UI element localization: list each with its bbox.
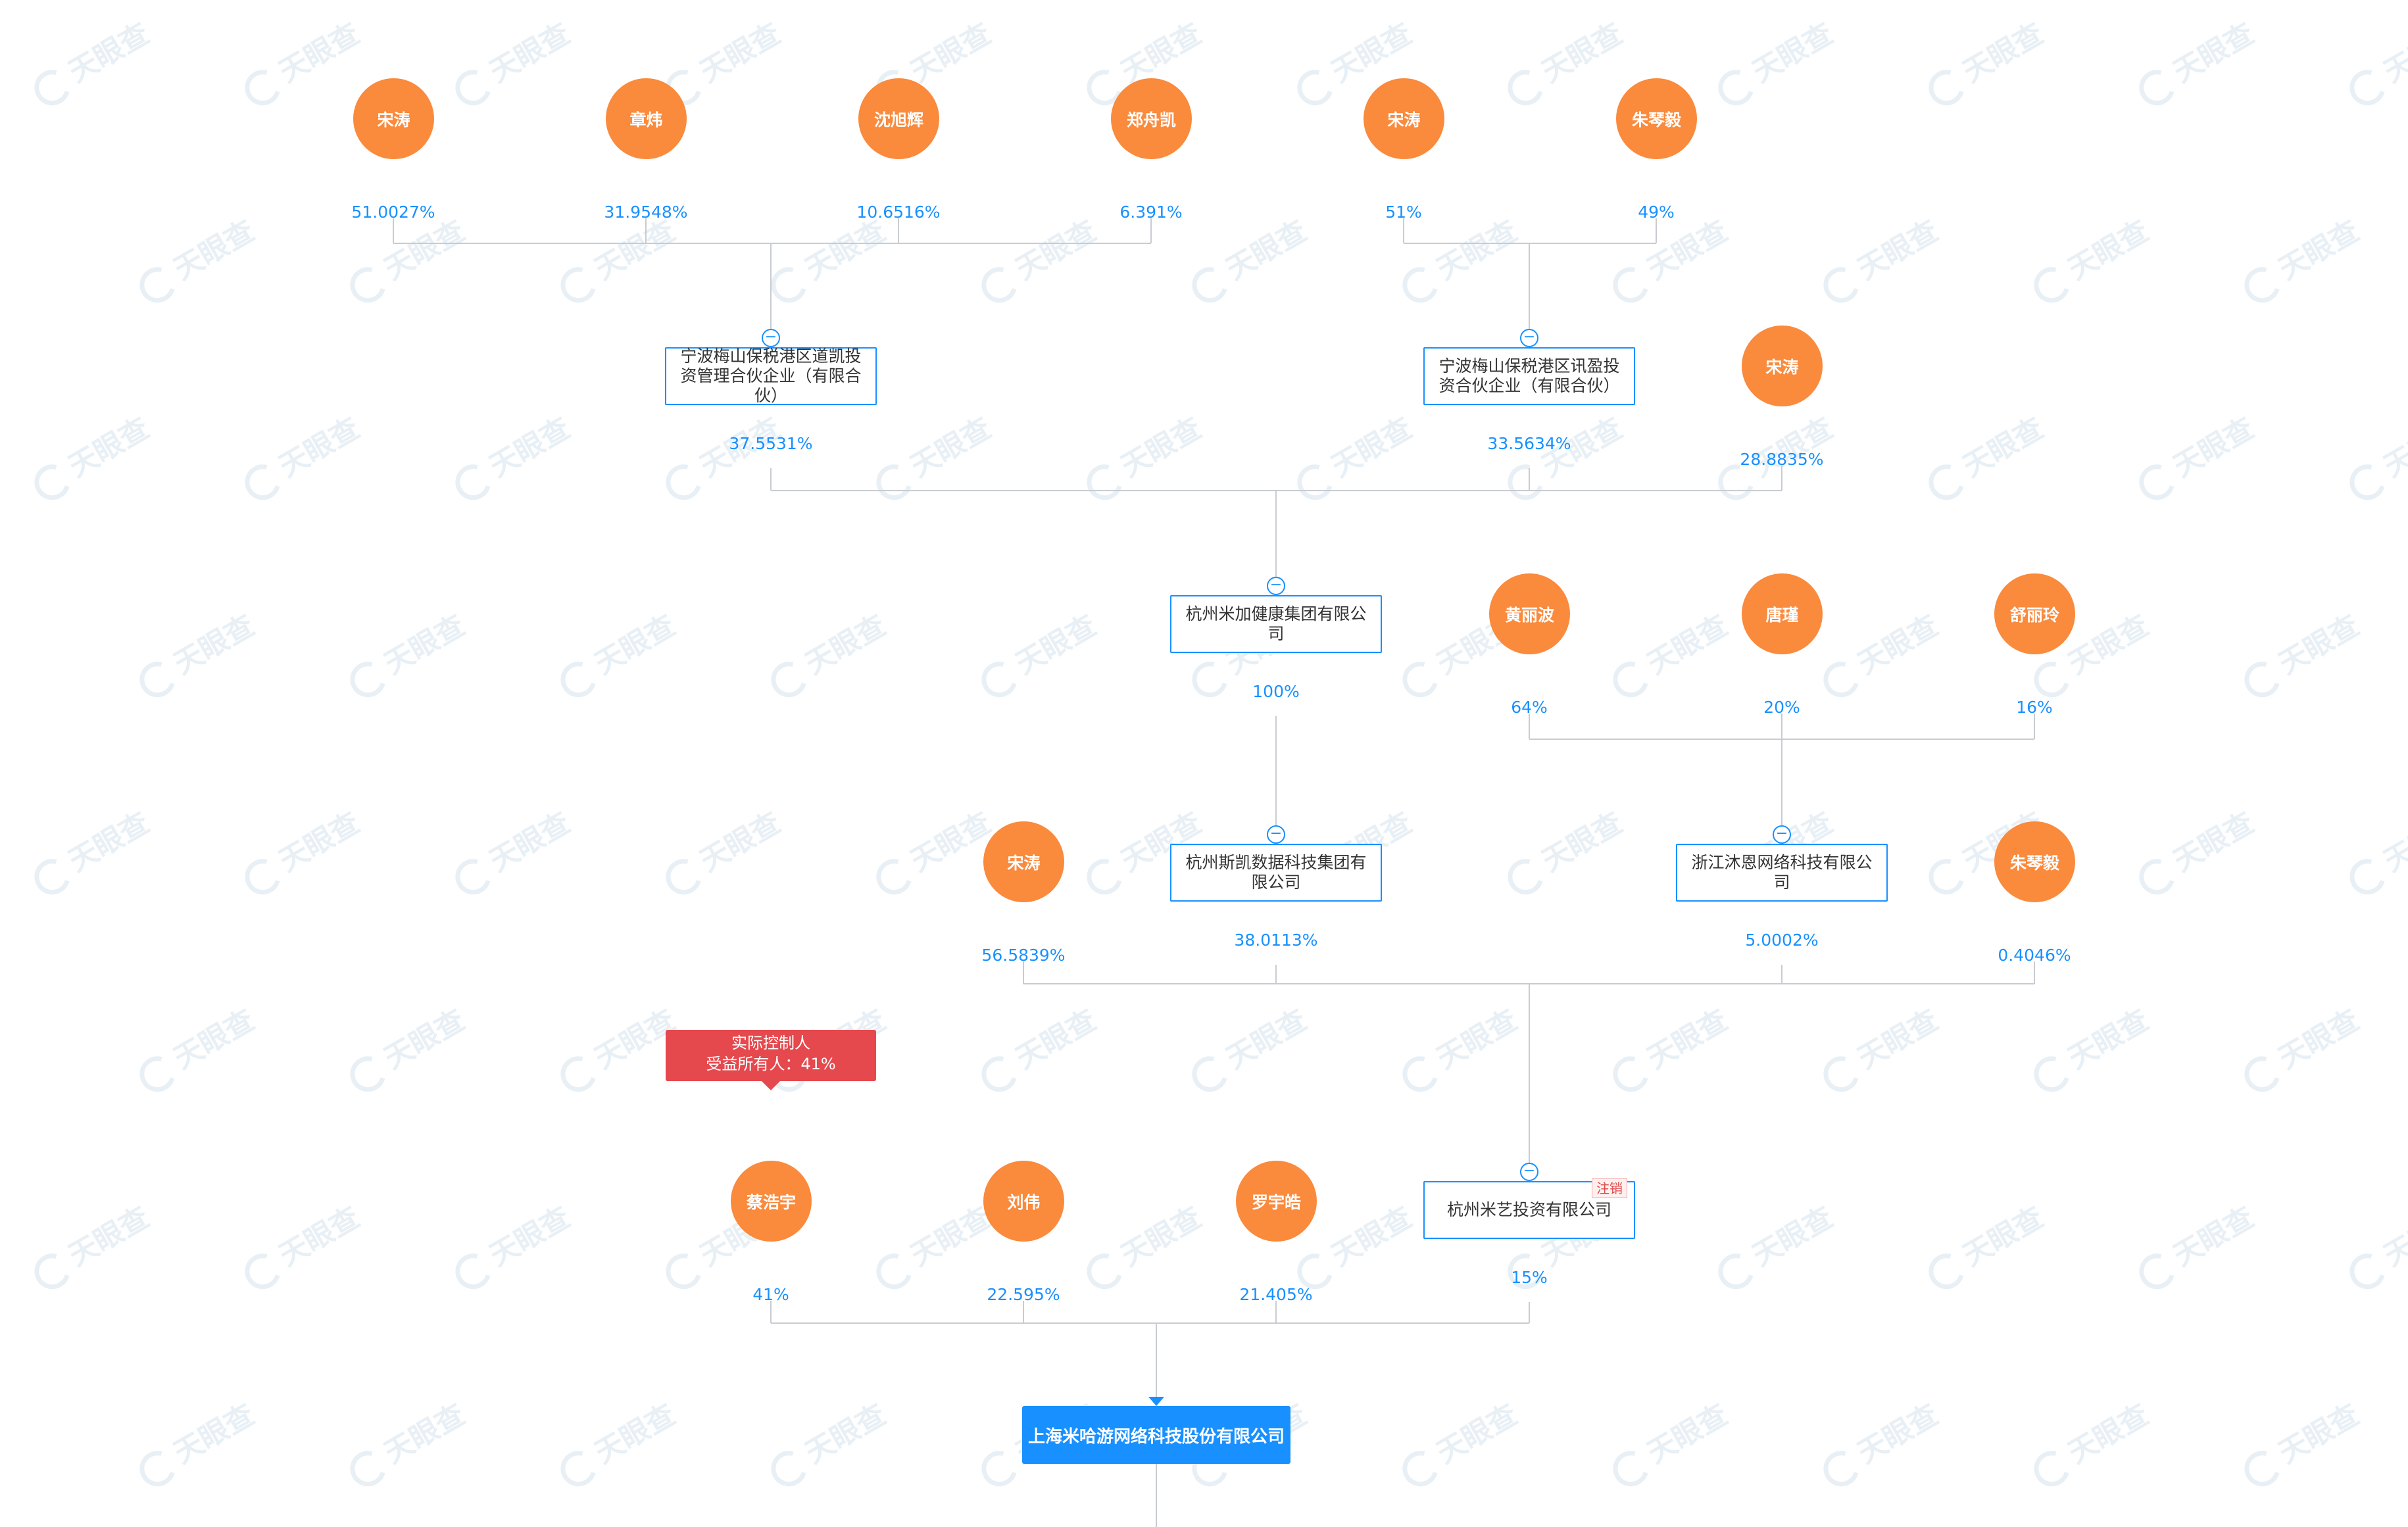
collapse-icon[interactable]: −: [1267, 825, 1285, 844]
arrow-down-icon: [1148, 1397, 1164, 1406]
share-percentage: 37.5531%: [729, 434, 813, 453]
company-name: 杭州斯凯数据科技集团有限公司: [1185, 853, 1367, 892]
share-percentage: 64%: [1511, 698, 1548, 717]
collapse-icon[interactable]: −: [762, 329, 780, 347]
shareholder-person-node[interactable]: 朱琴毅: [1616, 78, 1697, 159]
shareholder-company-node[interactable]: 宁波梅山保税港区道凯投资管理合伙企业（有限合伙）: [665, 347, 877, 405]
shareholder-person-node[interactable]: 舒丽玲: [1994, 573, 2075, 654]
shareholder-company-node[interactable]: 浙江沐恩网络科技有限公司: [1676, 844, 1888, 902]
person-name: 宋涛: [1765, 357, 1799, 377]
person-name: 刘伟: [1007, 1192, 1041, 1212]
collapse-icon[interactable]: −: [1520, 1163, 1538, 1181]
person-name: 唐瑾: [1765, 605, 1799, 625]
share-percentage: 6.391%: [1119, 203, 1183, 222]
person-name: 章炜: [629, 110, 663, 130]
shareholder-person-node[interactable]: 宋涛: [1742, 326, 1823, 406]
share-percentage: 22.595%: [987, 1285, 1060, 1304]
person-name: 朱琴毅: [2009, 853, 2059, 873]
controller-label: 实际控制人: [731, 1034, 810, 1052]
shareholder-person-node[interactable]: 蔡浩宇: [731, 1161, 812, 1242]
person-name: 沈旭辉: [873, 110, 923, 130]
shareholder-person-node[interactable]: 郑舟凯: [1111, 78, 1192, 159]
collapse-icon[interactable]: −: [1520, 329, 1538, 347]
status-badge: 注销: [1592, 1178, 1627, 1198]
shareholder-company-node[interactable]: 杭州斯凯数据科技集团有限公司: [1170, 844, 1382, 902]
share-percentage: 56.5839%: [981, 946, 1066, 965]
person-name: 宋涛: [1007, 853, 1041, 873]
beneficial-owner-label: 受益所有人：41%: [706, 1055, 836, 1073]
share-percentage: 20%: [1763, 698, 1800, 717]
company-name: 宁波梅山保税港区道凯投资管理合伙企业（有限合伙）: [680, 347, 862, 405]
shareholder-person-node[interactable]: 宋涛: [353, 78, 434, 159]
person-name: 罗宇皓: [1251, 1192, 1301, 1212]
collapse-icon[interactable]: −: [1773, 825, 1791, 844]
company-name: 宁波梅山保税港区讯盈投资合伙企业（有限合伙）: [1438, 356, 1620, 395]
person-name: 宋涛: [1387, 110, 1421, 130]
shareholder-person-node[interactable]: 黄丽波: [1489, 573, 1570, 654]
target-company-name: 上海米哈游网络科技股份有限公司: [1027, 1426, 1285, 1447]
badge-pointer-icon: [762, 1081, 780, 1090]
shareholder-person-node[interactable]: 宋涛: [1364, 78, 1444, 159]
share-percentage: 16%: [2016, 698, 2053, 717]
share-percentage: 41%: [752, 1285, 789, 1304]
person-name: 朱琴毅: [1631, 110, 1681, 130]
share-percentage: 51.0027%: [351, 203, 435, 222]
share-percentage: 5.0002%: [1745, 931, 1819, 950]
share-percentage: 100%: [1252, 682, 1300, 701]
share-percentage: 0.4046%: [1998, 946, 2071, 965]
shareholder-person-node[interactable]: 沈旭辉: [858, 78, 939, 159]
collapse-icon[interactable]: −: [1267, 577, 1285, 595]
shareholder-person-node[interactable]: 唐瑾: [1742, 573, 1823, 654]
share-percentage: 33.5634%: [1487, 434, 1571, 453]
person-name: 舒丽玲: [2009, 605, 2059, 625]
company-name: 杭州米艺投资有限公司: [1446, 1200, 1611, 1219]
shareholder-person-node[interactable]: 朱琴毅: [1994, 821, 2075, 902]
share-percentage: 38.0113%: [1234, 931, 1318, 950]
share-percentage: 15%: [1511, 1268, 1548, 1287]
company-name: 浙江沐恩网络科技有限公司: [1691, 853, 1873, 892]
shareholder-person-node[interactable]: 罗宇皓: [1236, 1161, 1317, 1242]
shareholder-person-node[interactable]: 宋涛: [983, 821, 1064, 902]
person-name: 郑舟凯: [1126, 110, 1176, 130]
share-percentage: 28.8835%: [1740, 450, 1824, 469]
target-company-node[interactable]: 上海米哈游网络科技股份有限公司: [1022, 1406, 1290, 1464]
actual-controller-badge: 实际控制人受益所有人：41%: [666, 1030, 876, 1090]
shareholder-company-node[interactable]: 杭州米加健康集团有限公司: [1170, 595, 1382, 653]
shareholder-person-node[interactable]: 章炜: [606, 78, 687, 159]
shareholder-person-node[interactable]: 刘伟: [983, 1161, 1064, 1242]
share-percentage: 49%: [1638, 203, 1675, 222]
share-percentage: 21.405%: [1239, 1285, 1313, 1304]
share-percentage: 10.6516%: [856, 203, 941, 222]
share-percentage: 51%: [1385, 203, 1422, 222]
person-name: 黄丽波: [1504, 605, 1554, 625]
person-name: 蔡浩宇: [746, 1192, 796, 1212]
share-percentage: 31.9548%: [604, 203, 688, 222]
shareholder-company-node[interactable]: 宁波梅山保税港区讯盈投资合伙企业（有限合伙）: [1423, 347, 1635, 405]
company-name: 杭州米加健康集团有限公司: [1185, 604, 1367, 643]
person-name: 宋涛: [377, 110, 410, 130]
